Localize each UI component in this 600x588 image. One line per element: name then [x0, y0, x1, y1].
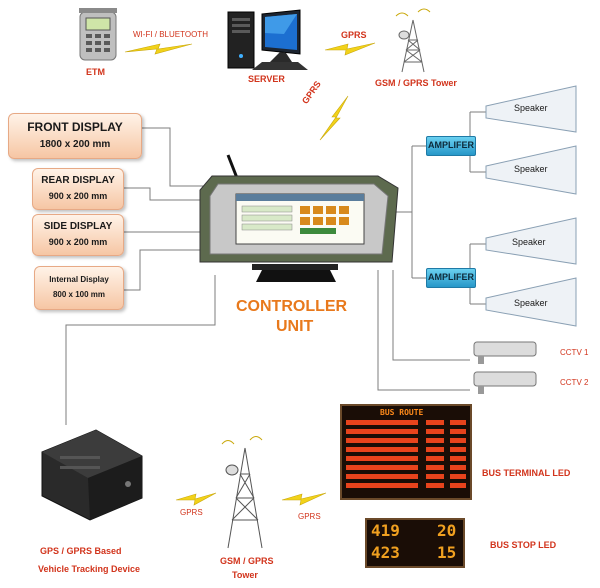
side-display-box: SIDE DISPLAY 900 x 200 mm — [32, 214, 124, 256]
server-icon — [227, 9, 308, 70]
gprs-top-label: GPRS — [341, 30, 367, 40]
speaker-1-label: Speaker — [514, 103, 548, 113]
front-display-title: FRONT DISPLAY — [27, 120, 123, 134]
stop-row2-minutes: 15 — [437, 543, 457, 562]
front-display-size: 1800 x 200 mm — [39, 139, 111, 150]
internal-display-size: 800 x 100 mm — [52, 290, 106, 299]
gps-device-label-line2: Vehicle Tracking Device — [38, 564, 141, 574]
bolt-wifi-icon — [124, 43, 193, 55]
controller-label-line1: CONTROLLER — [236, 298, 348, 315]
bolt-gprs-left-icon — [175, 492, 217, 506]
speaker-3-label: Speaker — [512, 237, 546, 247]
internal-display-box: Internal Display 800 x 100 mm — [34, 266, 124, 310]
etm-device-icon — [79, 8, 117, 61]
amplifier-1: AMPLIFER — [426, 136, 476, 156]
server-label: SERVER — [248, 74, 285, 84]
gsm-tower-top-label: GSM / GPRS Tower — [375, 78, 457, 88]
controller-label-line2: UNIT — [276, 318, 314, 335]
amplifier-2: AMPLIFER — [426, 268, 476, 288]
wireless-bolts — [124, 42, 376, 506]
gsm-tower-top-icon — [395, 8, 431, 73]
gprs-bottom-right-label: GPRS — [298, 512, 321, 521]
led-board-rows — [346, 420, 466, 488]
stop-row1-route: 419 — [371, 521, 400, 540]
led-board-header: BUS ROUTE — [380, 408, 424, 417]
speaker-icons — [485, 85, 577, 327]
rear-display-size: 900 x 200 mm — [48, 191, 108, 201]
cctv-2-label: CCTV 2 — [560, 378, 589, 387]
bus-stop-led-label: BUS STOP LED — [490, 540, 557, 550]
gsm-tower-bottom-label-line2: Tower — [232, 570, 258, 580]
side-display-title: SIDE DISPLAY — [43, 221, 113, 232]
rear-display-title: REAR DISPLAY — [41, 175, 115, 186]
controller-unit-icon — [199, 154, 399, 282]
stop-row1-minutes: 20 — [437, 521, 457, 540]
bolt-gprs-right-icon — [281, 492, 327, 506]
internal-display-title: Internal Display — [49, 275, 109, 284]
bus-terminal-led-board: BUS ROUTE — [340, 404, 472, 500]
cctv-1-label: CCTV 1 — [560, 348, 589, 357]
bus-stop-led-board: 419 20 423 15 — [365, 518, 465, 568]
cctv-icons — [473, 341, 537, 394]
gsm-tower-bottom-label-line1: GSM / GPRS — [220, 556, 274, 566]
bolt-gprs-top-icon — [324, 42, 376, 56]
rear-display-box: REAR DISPLAY 900 x 200 mm — [32, 168, 124, 210]
gprs-bottom-left-label: GPRS — [180, 508, 203, 517]
front-display-box: FRONT DISPLAY 1800 x 200 mm — [8, 113, 142, 159]
bolt-gprs-diag-icon — [319, 95, 349, 141]
stop-row2-route: 423 — [371, 543, 400, 562]
side-display-size: 900 x 200 mm — [48, 237, 108, 247]
speaker-4-label: Speaker — [514, 298, 548, 308]
gsm-tower-bottom-icon — [221, 436, 263, 549]
gps-tracking-device-icon — [41, 429, 143, 521]
etm-label: ETM — [86, 67, 105, 77]
gps-device-label-line1: GPS / GPRS Based — [40, 546, 122, 556]
bus-terminal-led-label: BUS TERMINAL LED — [482, 468, 571, 478]
wifi-bluetooth-label: WI-FI / BLUETOOTH — [133, 30, 208, 39]
speaker-2-label: Speaker — [514, 164, 548, 174]
